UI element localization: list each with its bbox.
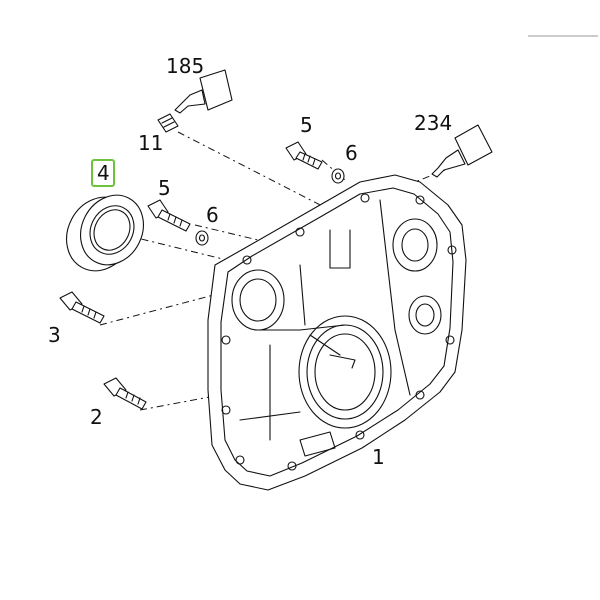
bolt-part-2[interactable]: [103, 377, 147, 410]
bolt-part-3[interactable]: [59, 291, 105, 324]
callout-3[interactable]: 3: [48, 323, 61, 347]
callout-2[interactable]: 2: [90, 405, 103, 429]
callout-6-middle[interactable]: 6: [206, 203, 219, 227]
oil-seal-part-4[interactable]: [54, 184, 155, 282]
bolt-part-5-middle[interactable]: [147, 199, 191, 232]
callout-1[interactable]: 1: [372, 445, 385, 469]
callout-6-upper[interactable]: 6: [345, 141, 358, 165]
housing-part-1[interactable]: [207, 174, 467, 491]
plug-part-11[interactable]: [157, 113, 179, 133]
selected-callout-highlight: [91, 159, 115, 187]
washer-part-6-middle[interactable]: [195, 230, 209, 246]
sealant-tube-234[interactable]: [431, 124, 493, 178]
callout-11[interactable]: 11: [138, 131, 163, 155]
callout-4[interactable]: 4: [97, 161, 110, 185]
callout-5-upper[interactable]: 5: [300, 113, 313, 137]
callout-234[interactable]: 234: [414, 111, 452, 135]
sealant-tube-185[interactable]: [174, 69, 233, 114]
bolt-part-5-upper[interactable]: [285, 141, 323, 170]
callout-5-middle[interactable]: 5: [158, 176, 171, 200]
callout-185[interactable]: 185: [166, 54, 204, 78]
washer-part-6-upper[interactable]: [331, 168, 345, 184]
callout-labels: 185 11 5 6 234 4 5 6 3 2 1: [48, 54, 452, 469]
